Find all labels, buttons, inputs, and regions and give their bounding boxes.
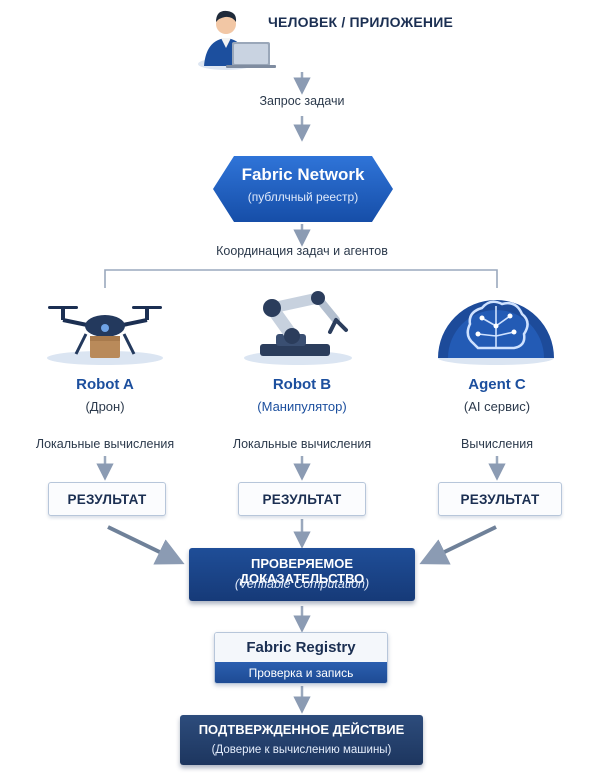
agent-process-a: Локальные вычисления — [35, 437, 175, 451]
final-title: ПОДТВЕРЖДЕННОЕ ДЕЙСТВИЕ — [198, 722, 405, 737]
registry-subtitle: Проверка и запись — [215, 662, 387, 683]
agent-name-a: Robot A — [76, 376, 134, 393]
network-title: Fabric Network — [241, 165, 365, 184]
arrow-a-result-to-proof — [107, 525, 185, 565]
registry-title: Fabric Registry — [215, 633, 387, 662]
result-box-c: РЕЗУЛЬТАТ — [438, 482, 562, 516]
robot-arm-icon — [240, 286, 364, 366]
network-subtitle: (публлчный реестр) — [247, 190, 359, 204]
agent-type-a: (Дрон) — [85, 399, 125, 414]
agent-name-c: Agent C — [468, 376, 526, 393]
agent-process-c: Вычисления — [461, 437, 533, 451]
final-box — [180, 715, 423, 765]
agent-type-c: (AI сервис) — [463, 399, 531, 414]
result-box-a: РЕЗУЛЬТАТ — [48, 482, 166, 516]
coordination-label: Координация задач и агентов — [216, 244, 388, 258]
drone-icon — [42, 292, 168, 366]
final-subtitle: (Доверие к вычислению машины) — [211, 744, 392, 756]
registry-box: Fabric Registry Проверка и запись — [214, 632, 388, 684]
arrow-c-result-to-proof — [419, 525, 497, 565]
agent-name-b: Robot B — [272, 376, 332, 393]
agent-process-b: Локальные вычисления — [232, 437, 372, 451]
user-laptop-icon — [196, 4, 276, 72]
request-label: Запрос задачи — [259, 94, 345, 108]
proof-box — [189, 548, 415, 601]
network-hexagon — [212, 154, 394, 224]
ai-brain-icon — [434, 286, 558, 366]
result-box-b: РЕЗУЛЬТАТ — [238, 482, 366, 516]
agent-type-b: (Манипулятор) — [257, 399, 347, 414]
proof-title: ПРОВЕРЯЕМОЕ ДОКАЗАТЕЛЬСТВО — [239, 556, 365, 586]
user-title: ЧЕЛОВЕК / ПРИЛОЖЕНИЕ — [268, 14, 454, 30]
proof-subtitle: (Verifiable Computation) — [234, 577, 370, 591]
